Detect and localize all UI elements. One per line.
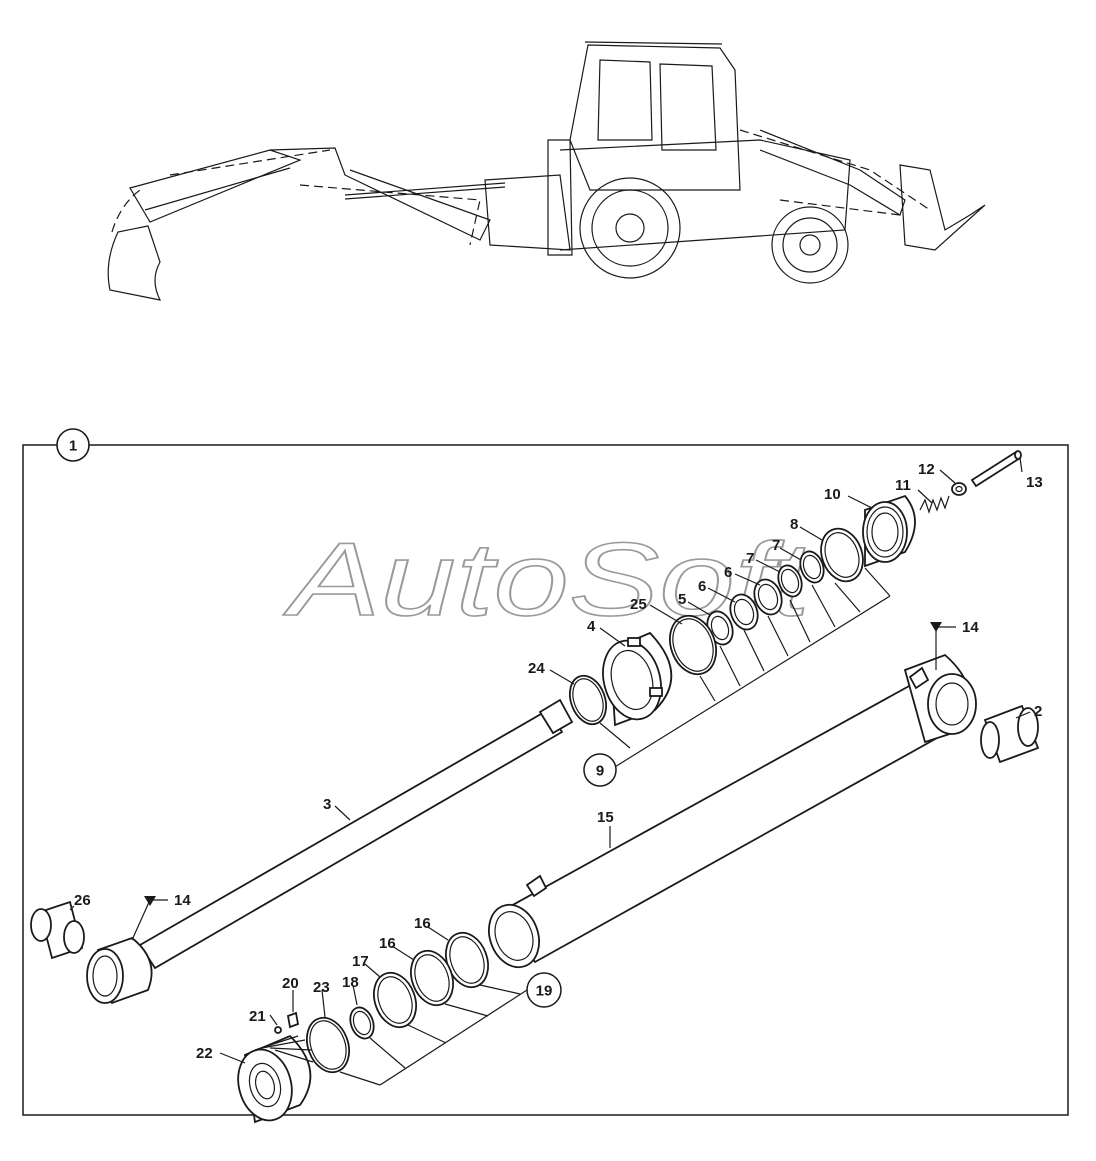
svg-text:1: 1 <box>69 438 77 455</box>
label-6b: 6 <box>698 578 706 595</box>
leader-lines <box>69 457 1031 1064</box>
part-labels: 13 12 11 10 8 7 7 6 6 5 25 4 24 14 2 3 1… <box>74 461 1043 1062</box>
label-4: 4 <box>587 618 596 635</box>
label-12: 12 <box>918 461 935 478</box>
label-21: 21 <box>249 1008 266 1025</box>
assembly-callout: 1 <box>56 428 90 462</box>
part-22-piston <box>237 1034 314 1124</box>
part-20-set-screw <box>286 1011 300 1029</box>
label-16b: 16 <box>379 935 396 952</box>
label-22: 22 <box>196 1045 213 1062</box>
part-2-bushing <box>980 704 1040 764</box>
label-24: 24 <box>528 660 545 677</box>
label-7a: 7 <box>772 537 780 554</box>
label-20: 20 <box>282 975 299 992</box>
part-26-bushing <box>30 900 85 960</box>
part-14-marker-a <box>930 622 942 632</box>
part-23-o-ring <box>306 1016 350 1074</box>
label-16a: 16 <box>414 915 431 932</box>
part-3-piston-rod <box>86 698 574 1005</box>
label-18: 18 <box>342 974 359 991</box>
label-14b: 14 <box>174 892 191 909</box>
kit-19-bracket <box>339 984 528 1086</box>
label-26: 26 <box>74 892 91 909</box>
part-6-seal-b <box>729 593 759 631</box>
label-23: 23 <box>313 979 330 996</box>
label-15: 15 <box>597 809 614 826</box>
label-13: 13 <box>1026 474 1043 491</box>
label-14a: 14 <box>962 619 979 636</box>
part-14-marker-b <box>144 896 156 906</box>
label-2: 2 <box>1034 703 1042 720</box>
label-11: 11 <box>895 477 911 494</box>
part-7-ring-b <box>777 564 803 598</box>
part-6-seal-a <box>753 578 783 616</box>
part-7-ring-a <box>799 550 825 584</box>
label-7b: 7 <box>746 550 754 567</box>
label-6a: 6 <box>724 564 732 581</box>
label-25: 25 <box>630 596 647 613</box>
svg-text:9: 9 <box>596 763 604 780</box>
part-11-spring <box>919 495 950 514</box>
label-17: 17 <box>352 953 369 970</box>
kit-callout-19: 19 <box>526 972 562 1008</box>
label-5: 5 <box>678 591 686 608</box>
part-12-fitting <box>951 482 967 496</box>
part-13-rod <box>970 450 1022 488</box>
svg-text:19: 19 <box>536 983 553 1000</box>
backhoe-loader-illustration <box>107 41 986 301</box>
part-25-backup-ring <box>669 614 717 676</box>
part-10-gland-head <box>862 494 916 568</box>
part-15-cylinder-tube <box>488 653 977 969</box>
label-3: 3 <box>323 796 331 813</box>
part-21-ball <box>274 1026 282 1034</box>
kit-callout-9: 9 <box>583 753 617 787</box>
label-8: 8 <box>790 516 798 533</box>
assembly-frame <box>22 444 1069 1116</box>
label-10: 10 <box>824 486 841 503</box>
part-18-o-ring <box>349 1006 375 1040</box>
part-4-gland-housing <box>602 631 673 727</box>
